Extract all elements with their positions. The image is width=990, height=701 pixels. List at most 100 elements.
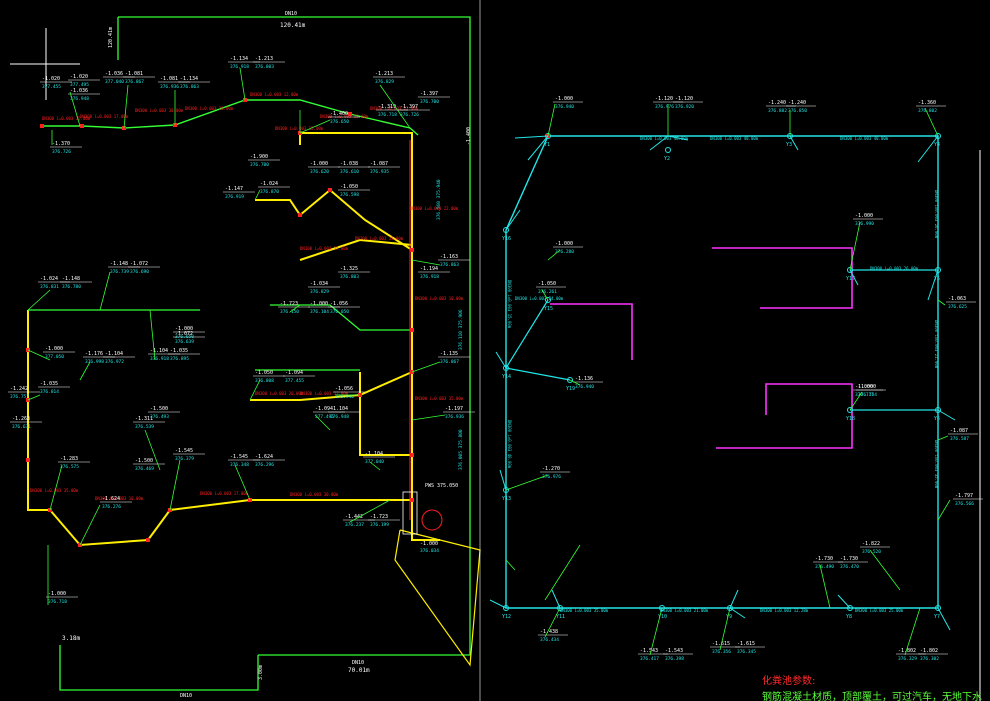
subvalue-left-54: 376.863 <box>440 262 459 268</box>
inlet-spur-0 <box>527 135 549 161</box>
elev-left-34: -1.311 <box>135 416 153 422</box>
right-vert-spec-3: DN300 i=0.003 35.00m <box>934 440 939 489</box>
left-pipe-spec-16: DN300 i=0.003 22.00m <box>410 206 459 211</box>
inlet-spur-16 <box>505 209 521 231</box>
left-riser-length: 120.41m <box>108 27 114 48</box>
elev-right-5: -1.360 <box>918 100 936 106</box>
inlet-spur-5 <box>917 135 939 163</box>
elev-left-17: -1.087 <box>370 161 388 167</box>
node-id-7: Y8 <box>846 614 852 620</box>
elev-left-3: -1.036 <box>105 71 123 77</box>
outfall-link <box>411 500 440 541</box>
elev-left-52: -1.135 <box>440 351 458 357</box>
leader-left-9 <box>27 289 51 311</box>
inlet-spur-9 <box>837 594 851 609</box>
leader-right-7 <box>937 435 949 441</box>
right-manhole-16 <box>847 267 853 273</box>
subvalue-right-11: 376.566 <box>955 501 974 507</box>
left-pipe-spec-12: DN300 i=0.003 20.00m <box>255 391 304 396</box>
elev-left-57: -1.034 <box>310 281 328 287</box>
subvalue-left-43: 376.150 <box>280 309 299 315</box>
elev-left-12: -1.397 <box>420 91 438 97</box>
left-pipe-spec-3: DN300 i=0.003 20.00m <box>185 106 234 111</box>
left-manhole-11 <box>410 498 414 502</box>
subvalue-right-24: 376.940 <box>575 384 594 390</box>
elev-right-6: -1.000 <box>855 213 873 219</box>
elev-left-10: -1.319 <box>378 104 396 110</box>
outfall-elev: -1.000 <box>420 541 438 547</box>
node-id-13: Y14 <box>502 374 511 380</box>
left-trunk-yellow <box>300 132 413 510</box>
subvalue-left-11: 376.726 <box>400 112 419 118</box>
left-pipe-spec-6: DN300 i=0.003 35.00m <box>320 114 369 119</box>
right-manhole-4 <box>935 267 941 273</box>
notes-text: 钢筋混凝土材质，顶部覆土，可过汽车，无地下水 <box>762 692 982 701</box>
subvalue-left-18: 376.919 <box>225 194 244 200</box>
leader-left-28 <box>411 259 441 266</box>
subvalue-left-20: 376.831 <box>40 284 59 290</box>
subvalue-right-17: 376.398 <box>665 656 684 662</box>
right-vert-spec-5: DN300 i=0.003 40.00m <box>507 420 512 469</box>
subvalue-left-59: 376.726 <box>52 149 71 155</box>
right-manhole-3 <box>935 133 941 139</box>
elev-left-51: -1.104 <box>365 451 383 457</box>
elev-left-1: -1.020 <box>70 74 88 80</box>
elev-left-11: -1.397 <box>400 104 418 110</box>
subvalue-right-20: 376.329 <box>898 656 917 662</box>
leader-right-19 <box>544 544 581 601</box>
left-pipe-spec-17: DN300 i=0.003 10.00m <box>415 296 464 301</box>
node-id-14: Y15 <box>544 306 553 312</box>
node-id-6: Y7 <box>934 614 940 620</box>
elev-left-35: -1.500 <box>150 406 168 412</box>
subvalue-right-1: 376.976 <box>655 104 674 110</box>
right-pipe-spec-6: DN300 i=0.003 12.28m <box>760 608 809 613</box>
elev-left-15: -1.038 <box>340 161 358 167</box>
subvalue-left-1: 377.495 <box>70 82 89 88</box>
subvalue-right-22: 376.280 <box>555 249 574 255</box>
subvalue-left-30: 376.814 <box>40 389 59 395</box>
leader-left-6 <box>379 84 411 129</box>
subvalue-right-21: 376.302 <box>920 656 939 662</box>
elev-left-59: -1.370 <box>52 141 70 147</box>
node-id-3: Y4 <box>934 142 940 148</box>
subvalue-left-8: 376.803 <box>255 64 274 70</box>
subvalue-left-14: 376.620 <box>310 169 329 175</box>
subvalue-left-33: 376.575 <box>60 464 79 470</box>
boundary-pipe-bottom <box>59 645 259 691</box>
leader-left-21 <box>289 304 301 313</box>
inlet-spur-8 <box>937 607 951 631</box>
leader-left-2 <box>123 84 129 129</box>
inlet-spur-17 <box>849 269 859 286</box>
outfall-label: PWS 375.050 <box>425 483 458 489</box>
subvalue-right-14: 376.470 <box>840 564 859 570</box>
right-vert-spec-4: DN300 i=0.003 15.00m <box>507 280 512 329</box>
subvalue-left-40: 376.276 <box>102 504 121 510</box>
right-manhole-10 <box>557 605 563 611</box>
left-branch-yellow-2 <box>299 238 413 261</box>
elev-left-39: -1.624 <box>255 454 273 460</box>
right-manhole-6 <box>935 605 941 611</box>
outfall-zone <box>394 529 481 667</box>
right-vert-spec-1: DN300 i=0.003 26.00m <box>934 190 939 239</box>
elev-left-60: -1.900 <box>250 154 268 160</box>
leader-right-12 <box>649 607 663 656</box>
elev-right-25: -1.270 <box>542 466 560 472</box>
left-manhole-21 <box>298 213 302 217</box>
elev-right-1: -1.120 <box>655 96 673 102</box>
elev-right-13: -1.730 <box>815 556 833 562</box>
subvalue-left-3: 377.040 <box>105 79 124 85</box>
leader-left-11 <box>27 349 51 361</box>
subvalue-right-18: 376.356 <box>712 649 731 655</box>
subvalue-right-13: 376.490 <box>815 564 834 570</box>
node-id-1: Y2 <box>664 156 670 162</box>
left-pipe-spec-15: DN300 i=0.003 35.00m <box>300 246 349 251</box>
left-pipe-spec-4: DN300 i=0.003 12.00m <box>250 92 299 97</box>
septic-tank-box <box>402 491 418 535</box>
subvalue-left-35: 376.493 <box>150 414 169 420</box>
inlet-spur-15 <box>495 351 507 369</box>
elev-left-61: -1.000 <box>175 326 193 332</box>
elev-left-56: -1.325 <box>340 266 358 272</box>
elev-right-0: -1.000 <box>555 96 573 102</box>
subvalue-left-41: 376.237 <box>345 522 364 528</box>
